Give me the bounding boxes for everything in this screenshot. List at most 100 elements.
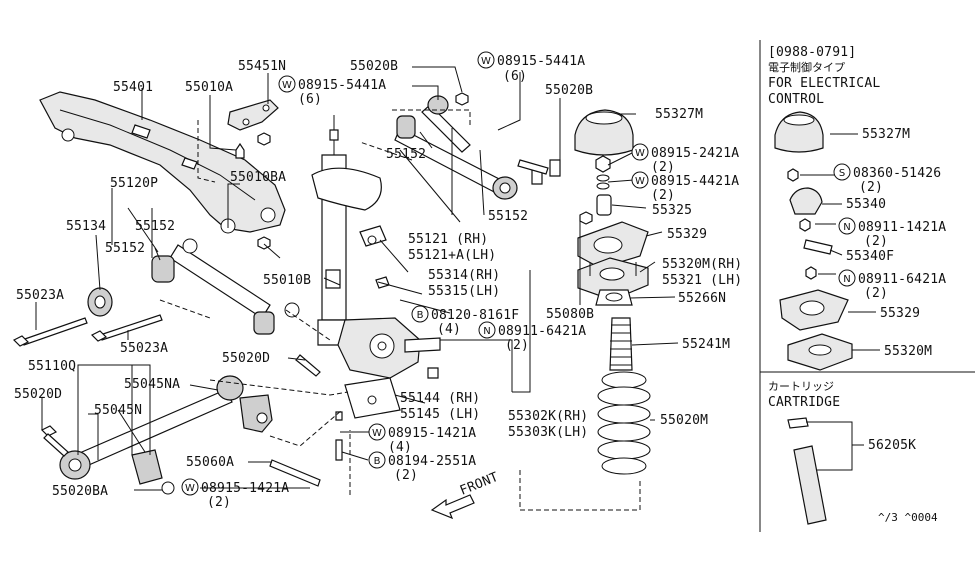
label-08915-5441a-top: 08915-5441A	[497, 54, 585, 69]
label-55451n: 55451N	[238, 59, 286, 74]
front-arrow: FRONT	[430, 470, 501, 520]
svg-text:W: W	[282, 80, 292, 91]
label-electrical-control-1: FOR ELECTRICAL	[768, 76, 880, 91]
label-08120-8161f: 08120-8161F	[431, 308, 519, 323]
label-56205k: 56205K	[868, 438, 916, 453]
circle-w-icon	[368, 423, 386, 441]
dust-boot-part	[609, 317, 633, 371]
label-side-55340f: 55340F	[846, 249, 894, 264]
label-55327m: 55327M	[655, 107, 703, 122]
label-08360-51426-qty: (2)	[859, 180, 883, 195]
mount-hardware-part	[579, 155, 612, 225]
label-08915-4421a: 08915-4421A	[651, 174, 739, 189]
circle-w-icon	[631, 171, 649, 189]
label-55020ba: 55020BA	[52, 484, 108, 499]
circle-b-icon	[368, 451, 386, 469]
circle-n-icon	[838, 217, 856, 235]
label-side-55329: 55329	[880, 306, 920, 321]
nut-callout-side-6421a: N 08911-6421A (2)	[838, 269, 946, 301]
svg-text:B: B	[417, 310, 424, 321]
mount-plate-part	[577, 221, 649, 269]
label-55145-lh: 55145 (LH)	[400, 407, 480, 422]
svg-text:W: W	[635, 148, 645, 159]
svg-text:W: W	[635, 176, 645, 187]
label-08911-1421a: 08911-1421A	[858, 220, 946, 235]
label-08915-1421a-mid: 08915-1421A	[388, 426, 476, 441]
label-55023a-left: 55023A	[16, 288, 64, 303]
label-side-55327m: 55327M	[862, 127, 910, 142]
label-55314-rh: 55314(RH)	[428, 268, 500, 283]
label-08915-2421a-qty: (2)	[651, 160, 675, 175]
label-55020b-top: 55020B	[350, 59, 398, 74]
label-55144-rh: 55144 (RH)	[400, 391, 480, 406]
label-55010b: 55010B	[263, 273, 311, 288]
label-55080b: 55080B	[546, 307, 594, 322]
side-mount-plate-part	[779, 289, 849, 331]
label-55241m: 55241M	[682, 337, 730, 352]
diagram-code: ^/3 ^0004	[878, 511, 938, 524]
svg-text:N: N	[483, 326, 490, 337]
label-55121-rh: 55121 (RH)	[408, 232, 488, 247]
side-spring-seat-part	[787, 333, 853, 371]
spring-seat-part	[577, 257, 649, 301]
label-55020b-right: 55020B	[545, 83, 593, 98]
washer-callout-top: W 08915-5441A (6)	[477, 51, 585, 84]
label-55152-b: 55152	[105, 241, 145, 256]
label-55121a-lh: 55121+A(LH)	[408, 248, 496, 263]
bolt-callout-2551a: B 08194-2551A (2)	[368, 451, 476, 483]
lateral-link-part	[40, 375, 273, 495]
label-55152-upper: 55152	[386, 147, 426, 162]
side-actuator-part	[787, 168, 833, 280]
label-date-range: [0988-0791]	[768, 45, 856, 60]
label-55152-right: 55152	[488, 209, 528, 224]
label-55023a-mid: 55023A	[120, 341, 168, 356]
circle-w-icon	[477, 51, 495, 69]
mount-cap-part	[574, 109, 634, 156]
label-08915-1421a-bot: 08915-1421A	[201, 481, 289, 496]
dashed-guide-lines	[159, 109, 641, 511]
circle-w-icon	[278, 75, 296, 93]
svg-text:S: S	[839, 168, 845, 179]
label-side-08911-6421a: 08911-6421A	[858, 272, 946, 287]
bolt-55023a-part	[12, 314, 163, 347]
label-55045n: 55045N	[94, 403, 142, 418]
circle-s-icon	[833, 163, 851, 181]
circle-w-icon	[631, 143, 649, 161]
label-55329: 55329	[667, 227, 707, 242]
label-08915-1421a-bot-qty: (2)	[207, 495, 231, 510]
svg-text:N: N	[843, 222, 850, 233]
bushing-55134-part	[87, 287, 113, 317]
knuckle-part	[269, 317, 441, 487]
label-55401: 55401	[113, 80, 153, 95]
label-55020d-mid: 55020D	[222, 351, 270, 366]
cartridge-part	[787, 417, 827, 525]
label-side-08911-6421a-qty: (2)	[864, 286, 888, 301]
circle-n-icon	[838, 269, 856, 287]
washer-callout-1421a-mid: W 08915-1421A (4)	[368, 423, 476, 455]
coil-spring-part	[597, 371, 651, 475]
svg-text:W: W	[185, 483, 195, 494]
label-08360-51426: 08360-51426	[853, 166, 941, 181]
bolt-callout-8161f: B 08120-8161F (4)	[411, 305, 519, 337]
label-55266n: 55266N	[678, 291, 726, 306]
svg-text:W: W	[372, 428, 382, 439]
label-jp-electrical: 電子制御タイプ	[768, 60, 845, 74]
nut-callout-6421a: N 08911-6421A (2)	[478, 321, 586, 353]
washer-callout-4421a: W 08915-4421A (2)	[631, 171, 739, 203]
side-mount-cap-part	[774, 111, 824, 153]
label-55045na: 55045NA	[124, 377, 180, 392]
label-55152-a: 55152	[135, 219, 175, 234]
label-08911-6421a: 08911-6421A	[498, 324, 586, 339]
label-08915-5441a-top-qty: (6)	[503, 69, 527, 84]
label-08120-8161f-qty: (4)	[437, 322, 461, 337]
label-side-55320m: 55320M	[884, 344, 932, 359]
label-55302k-rh: 55302K(RH)	[508, 409, 588, 424]
nut-callout-1421a: N 08911-1421A (2)	[838, 217, 946, 249]
label-55321-lh: 55321 (LH)	[662, 273, 742, 288]
bracket-55451n-part	[227, 99, 279, 159]
label-55120p: 55120P	[110, 176, 158, 191]
label-front: FRONT	[458, 470, 501, 499]
label-08915-4421a-qty: (2)	[651, 188, 675, 203]
label-cartridge-jp: カートリッジ	[768, 380, 834, 393]
